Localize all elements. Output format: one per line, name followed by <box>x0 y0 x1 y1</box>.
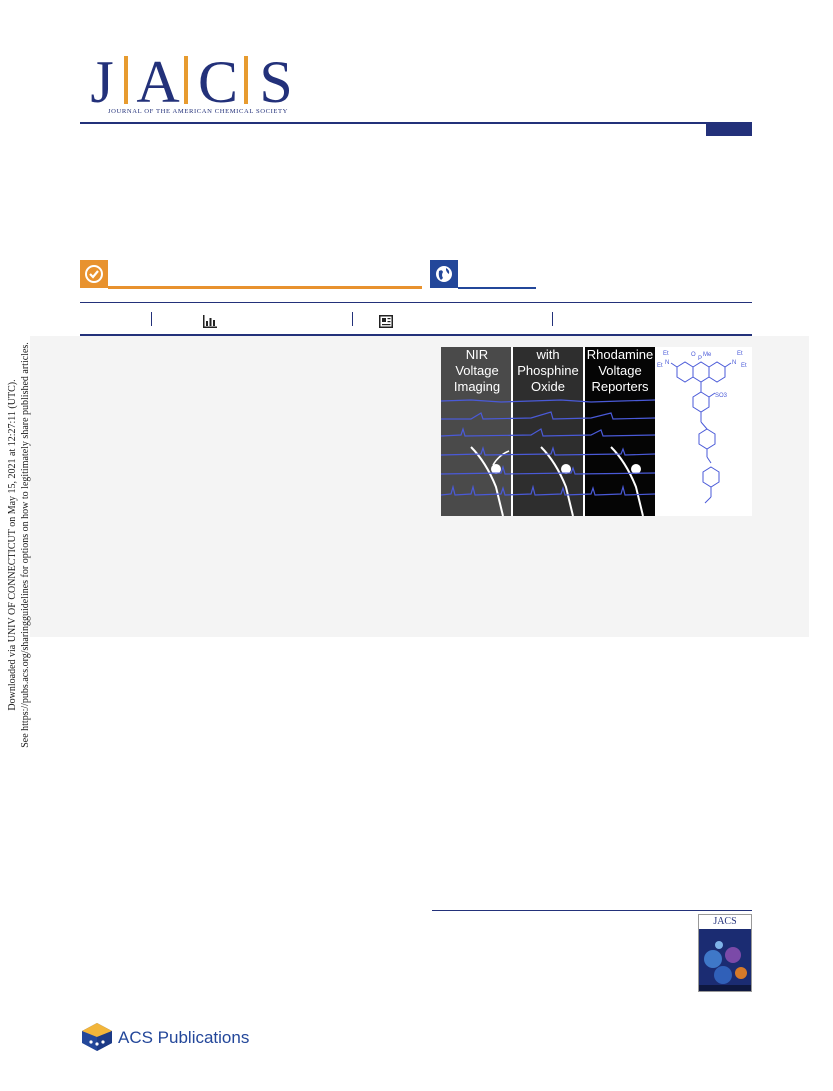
journal-cover-thumbnail[interactable]: JACS <box>698 914 752 992</box>
logo-letter-j: J <box>90 49 114 115</box>
logo-separator <box>184 56 188 104</box>
toc-label-phosphine: with Phosphine Oxide <box>517 347 579 394</box>
open-access-underline <box>108 286 422 289</box>
article-type-tab <box>706 124 752 136</box>
toc-graphic[interactable]: NIR Voltage Imaging with Phosphine Oxide… <box>441 347 752 516</box>
bar-chart-icon[interactable] <box>203 315 217 328</box>
metrics-divider <box>352 312 353 326</box>
header-rule <box>80 122 752 124</box>
cover-rule <box>432 910 752 911</box>
right-ethyl-side-label: Et <box>741 363 747 369</box>
neuron-image <box>441 399 655 516</box>
logo-letter-s: S <box>259 49 293 115</box>
public-access-underline <box>458 287 536 289</box>
left-nitrogen-label: N <box>665 360 669 366</box>
logo-letter-c: C <box>197 49 239 115</box>
journal-subtitle: JOURNAL OF THE AMERICAN CHEMICAL SOCIETY <box>108 108 288 115</box>
left-ethyl-top-label: Et <box>663 351 669 357</box>
download-note-line1: Downloaded via UNIV OF CONNECTICUT on Ma… <box>7 379 18 711</box>
cover-title: JACS <box>699 915 751 929</box>
logo-separator <box>124 56 128 104</box>
left-ethyl-side-label: Et <box>657 363 663 369</box>
sulfonate-label: SO3 <box>715 393 728 399</box>
phosphorus-label: P <box>698 356 702 362</box>
public-access-badge[interactable] <box>430 260 458 288</box>
logo-separator <box>244 56 248 104</box>
logo-letter-a: A <box>136 49 180 115</box>
metrics-bar-top-rule <box>80 302 752 303</box>
article-icon[interactable] <box>379 315 393 328</box>
oxo-label: O <box>691 352 696 358</box>
right-nitrogen-label: N <box>732 360 736 366</box>
methyl-label: Me <box>703 352 712 358</box>
download-note: Downloaded via UNIV OF CONNECTICUT on Ma… <box>6 330 32 760</box>
publisher-name[interactable]: ACS Publications <box>118 1028 250 1047</box>
metrics-divider <box>151 312 152 326</box>
toc-label-nir: NIR Voltage Imaging <box>453 347 501 394</box>
globe-icon <box>436 266 452 282</box>
chemical-structure: O Me P Et Et N Et Et N SO3 <box>657 351 747 504</box>
toc-panel-phosphine <box>513 347 583 516</box>
toc-label-rhodamine: Rhodamine Voltage Reporters <box>586 347 654 394</box>
checkmark-icon <box>85 265 103 283</box>
cover-art <box>699 929 751 991</box>
metrics-divider <box>552 312 553 326</box>
acs-hexagon-logo-icon <box>82 1023 112 1051</box>
right-ethyl-top-label: Et <box>737 351 743 357</box>
open-access-badge[interactable] <box>80 260 108 288</box>
metrics-bar-bottom-rule <box>80 334 752 336</box>
download-note-line2: See https://pubs.acs.org/sharingguidelin… <box>20 342 31 748</box>
